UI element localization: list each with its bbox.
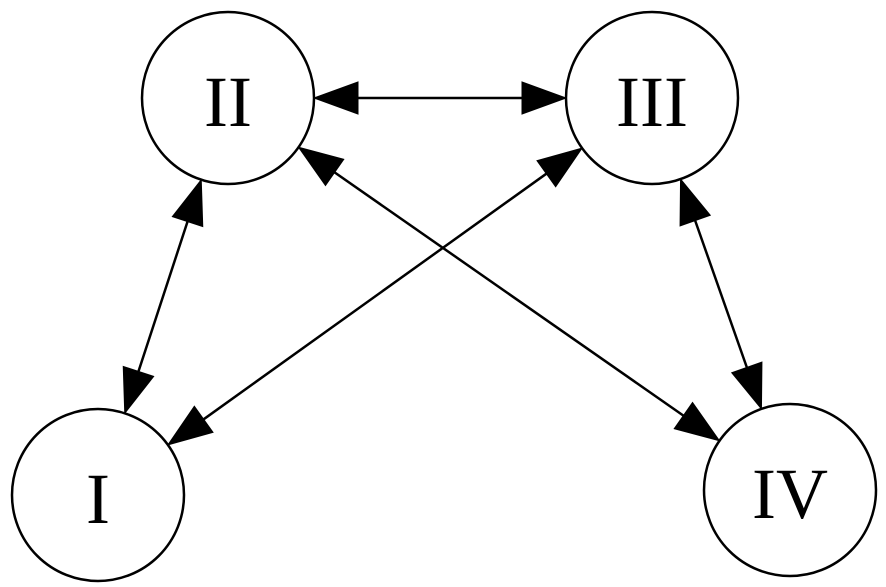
edge-I-III-arrowhead-start: [166, 405, 214, 446]
edge-II-IV: [297, 146, 721, 442]
node-III-label: III: [616, 62, 688, 142]
node-II: II: [140, 10, 316, 186]
edge-III-IV-arrowhead-end: [730, 361, 763, 411]
edge-I-II-line: [136, 219, 190, 374]
edge-II-III-arrowhead-end: [521, 81, 568, 115]
node-I: I: [10, 407, 186, 583]
edge-II-IV-arrowhead-start: [297, 146, 345, 187]
edge-I-III-line: [201, 171, 549, 422]
node-II-circle: [140, 10, 316, 186]
edge-II-IV-arrowhead-end: [673, 401, 721, 442]
node-I-label: I: [86, 459, 110, 539]
node-IV-circle: [702, 402, 878, 578]
nodes-layer: I II III IV: [10, 10, 878, 583]
edge-III-IV-arrowhead-start: [679, 177, 712, 227]
edge-I-III-arrowhead-end: [536, 147, 584, 188]
node-III: III: [564, 10, 740, 186]
node-I-circle: [10, 407, 186, 583]
edge-III-IV: [679, 177, 763, 411]
node-II-label: II: [204, 62, 252, 142]
node-III-circle: [564, 10, 740, 186]
edge-II-IV-line: [332, 170, 686, 418]
node-IV: IV: [702, 402, 878, 578]
edge-I-III: [166, 147, 584, 446]
edge-I-II-arrowhead-start: [122, 365, 155, 415]
edge-II-III-arrowhead-start: [312, 81, 359, 115]
edges-layer: [122, 81, 763, 446]
edge-I-II: [122, 178, 204, 415]
edge-III-IV-line: [693, 218, 749, 370]
edge-I-II-arrowhead-end: [171, 178, 204, 228]
edge-II-III: [312, 81, 568, 115]
node-IV-label: IV: [752, 454, 828, 534]
